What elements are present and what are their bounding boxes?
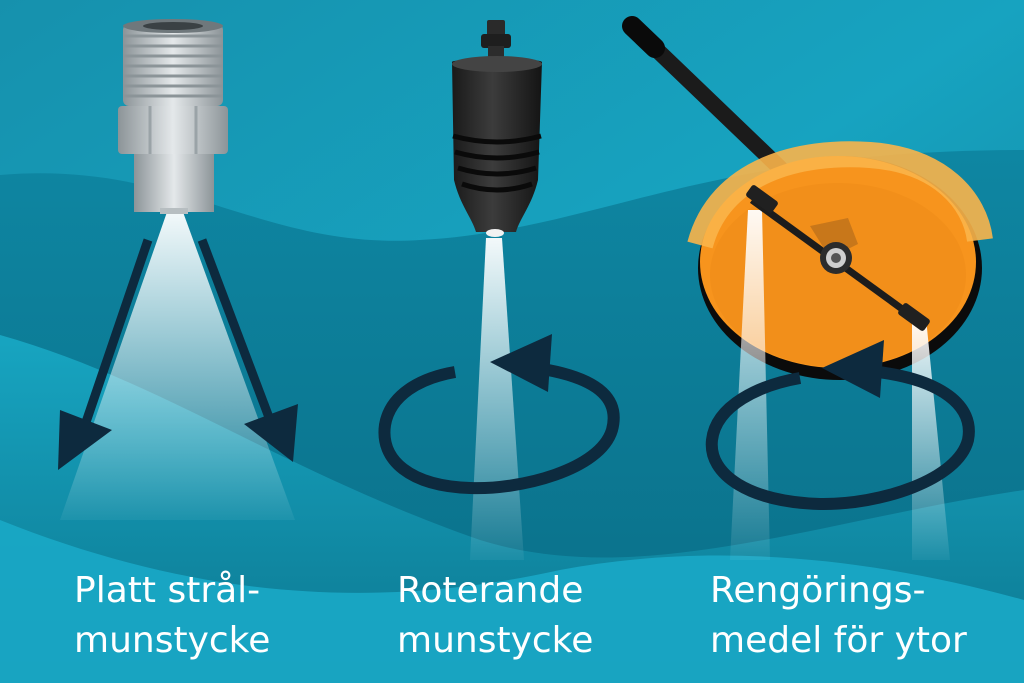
caption-rotating-nozzle-line1: Roterande <box>397 570 584 611</box>
rotation-arrow-icon <box>378 334 620 495</box>
rotating-nozzle-icon <box>452 20 542 560</box>
caption-surface-cleaner-line2: medel för ytor <box>710 620 967 661</box>
caption-flat-nozzle-line2: munstycke <box>74 620 271 661</box>
caption-rotating-nozzle: Roterande munstycke <box>397 566 593 666</box>
caption-surface-cleaner-line1: Rengörings- <box>710 570 926 611</box>
spray-direction-arrows <box>58 238 298 470</box>
caption-surface-cleaner: Rengörings- medel för ytor <box>710 566 967 666</box>
surface-cleaner-icon <box>622 16 993 560</box>
rotation-arrow-icon-2 <box>705 340 975 511</box>
caption-rotating-nozzle-line2: munstycke <box>397 620 594 661</box>
caption-flat-nozzle: Platt strål- munstycke <box>74 566 270 666</box>
flat-spray-nozzle-icon <box>60 19 295 520</box>
caption-flat-nozzle-line1: Platt strål- <box>74 570 261 611</box>
